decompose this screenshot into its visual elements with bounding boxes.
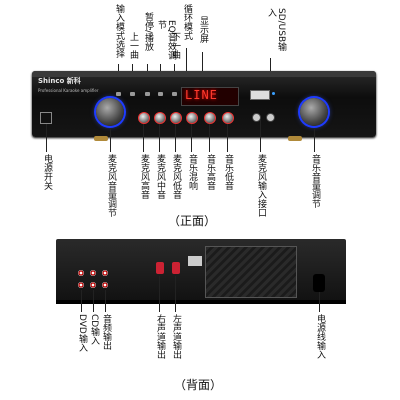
left-channel-label: 左声道输出 (171, 314, 181, 359)
rear-caption: （背面） (174, 378, 223, 392)
leader-line (143, 124, 144, 152)
mic-treble-label: 麦克风高音 (139, 154, 149, 199)
mic-volume-label: 麦克风音量调节 (106, 154, 116, 217)
spec-plate (188, 256, 202, 266)
prev-track-label: 上一曲 (128, 32, 138, 59)
dvd-input-label: DVD输入 (77, 314, 87, 352)
indicator-led (272, 92, 275, 95)
leader-line (159, 276, 160, 312)
leader-line (260, 120, 261, 152)
brand-logo: Shinco 新科 (38, 77, 81, 85)
input-mode-label: 输入模式选择 (114, 4, 124, 58)
next-track-label: 下一曲 (170, 32, 180, 59)
front-foot-left (94, 136, 108, 141)
leader-line (209, 124, 210, 152)
rear-panel (56, 239, 346, 303)
cd-input-jack-l[interactable] (90, 270, 96, 276)
display-screen (181, 87, 239, 106)
eq-button[interactable] (158, 92, 163, 96)
play-pause-button[interactable] (145, 92, 150, 96)
play-pause-label: 暂停/播放 (143, 12, 153, 52)
music-treble-label: 音乐高音 (205, 154, 215, 190)
front-foot-right (288, 136, 302, 141)
mic-mid-knob[interactable] (154, 112, 166, 124)
loop-mode-label: 循环模式 (182, 4, 192, 40)
leader-line (191, 124, 192, 152)
next-track-button[interactable] (172, 92, 177, 96)
leader-line (81, 290, 82, 312)
leader-line (159, 124, 160, 152)
music-reverb-knob[interactable] (186, 112, 198, 124)
power-cord-label: 电源线输入 (315, 314, 325, 359)
audio-output-jack-r[interactable] (102, 282, 108, 288)
model-text: Professional Karaoke amplifier (38, 88, 99, 93)
front-caption: （正面） (168, 214, 217, 228)
leader-line (175, 124, 176, 152)
dvd-input-jack-l[interactable] (78, 270, 84, 276)
audio-output-label: 音频输出 (101, 314, 111, 350)
front-panel-top-strip (32, 71, 376, 77)
vent-grille (205, 246, 297, 298)
audio-output-jack-l[interactable] (102, 270, 108, 276)
music-reverb-label: 音乐混响 (187, 154, 197, 190)
leader-line (110, 128, 111, 152)
leader-line (46, 124, 47, 152)
music-treble-knob[interactable] (204, 112, 216, 124)
mic-bass-knob[interactable] (170, 112, 182, 124)
dvd-input-jack-r[interactable] (78, 282, 84, 288)
leader-line (227, 124, 228, 152)
music-volume-label: 音乐音量调节 (310, 154, 320, 208)
left-speaker-terminal[interactable] (172, 262, 180, 274)
leader-line (175, 276, 176, 312)
cd-input-jack-r[interactable] (90, 282, 96, 288)
power-switch[interactable] (40, 112, 52, 124)
mic-bass-label: 麦克风低音 (171, 154, 181, 199)
right-channel-label: 右声道输出 (155, 314, 165, 359)
leader-line (202, 52, 203, 88)
leader-line (105, 290, 106, 312)
sd-usb-slot[interactable] (250, 90, 270, 100)
mic-treble-knob[interactable] (138, 112, 150, 124)
mic-volume-knob[interactable] (96, 98, 124, 126)
eq-adjust-label: EQ音效调节 (156, 20, 176, 60)
power-cord-socket[interactable] (313, 274, 325, 292)
display-label: 显示屏 (198, 16, 208, 43)
leader-line (93, 290, 94, 312)
mic-input-jack-2[interactable] (266, 113, 275, 122)
mic-input-label: 麦克风输入接口 (256, 154, 266, 217)
rear-panel-base (56, 300, 346, 304)
music-bass-knob[interactable] (222, 112, 234, 124)
right-speaker-terminal[interactable] (156, 262, 164, 274)
prev-track-button[interactable] (130, 92, 135, 96)
music-bass-label: 音乐低音 (223, 154, 233, 190)
sd-usb-input-label: SD/USB输入 (266, 8, 286, 52)
input-mode-button[interactable] (116, 92, 121, 96)
mic-input-jack-1[interactable] (252, 113, 261, 122)
mic-mid-label: 麦克风中音 (155, 154, 165, 199)
leader-line (319, 292, 320, 312)
music-volume-knob[interactable] (300, 98, 328, 126)
leader-line (314, 128, 315, 152)
cd-input-label: CD输入 (89, 314, 99, 346)
display-readout: LINE (185, 88, 218, 102)
power-switch-label: 电源开关 (42, 154, 52, 190)
